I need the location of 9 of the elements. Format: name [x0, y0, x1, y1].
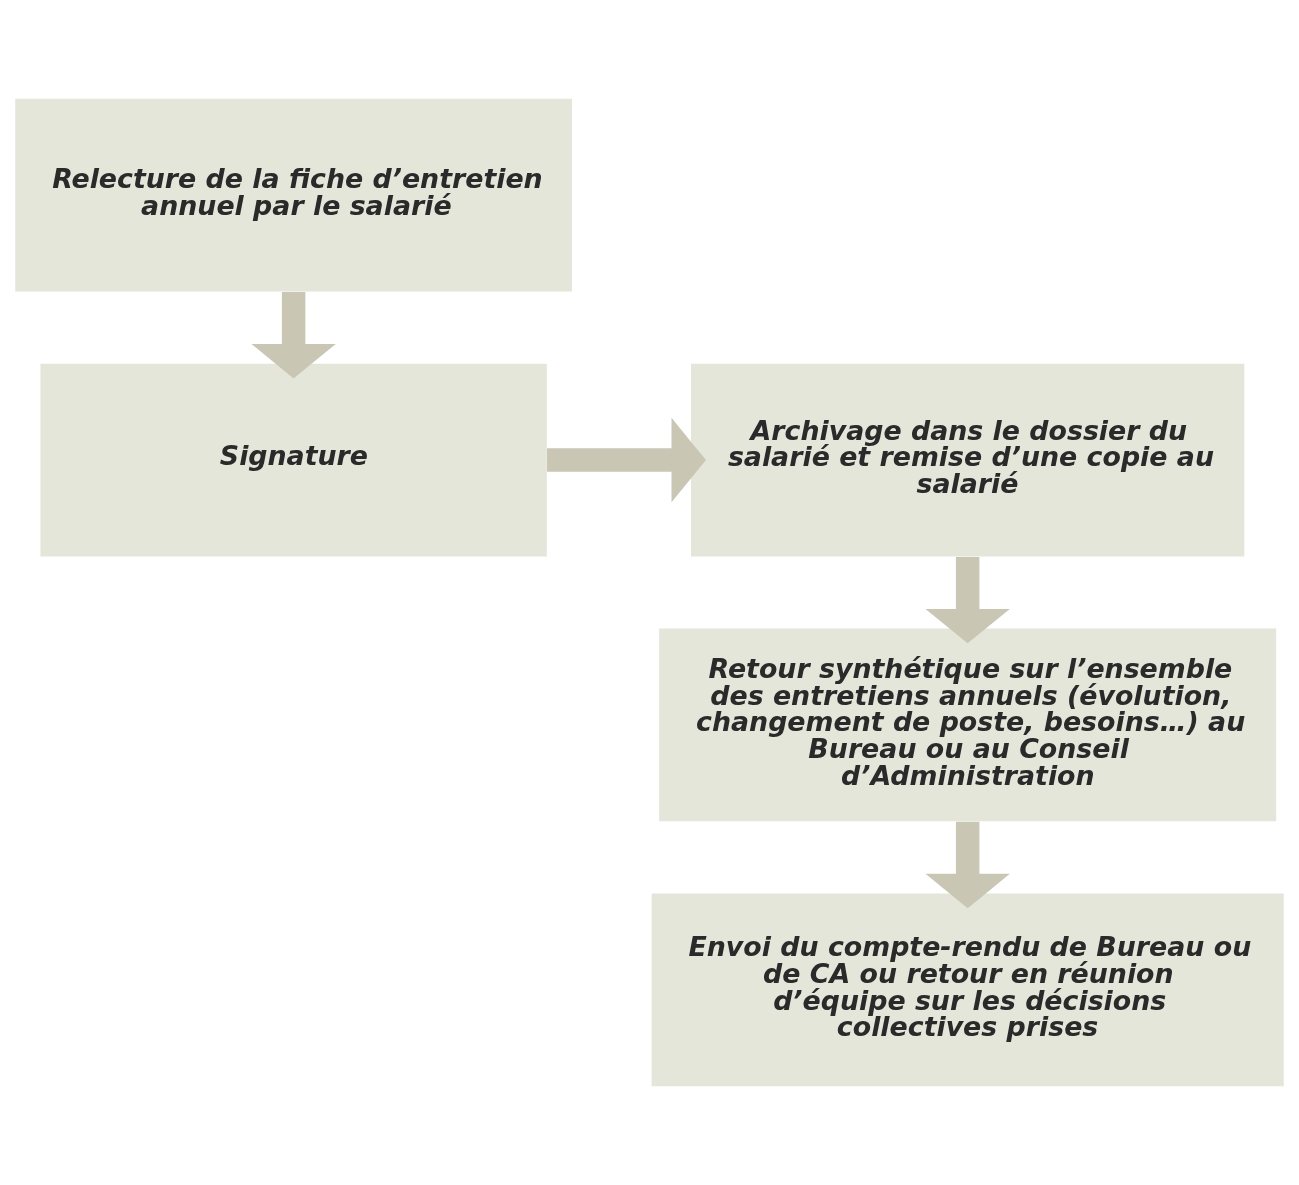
node-box: Envoi du compte-rendu de Bureau ou de CA ou retour en réunion d’équipe sur les décisions collectives prises [651, 893, 1284, 1087]
arrow [251, 291, 336, 379]
node-box: Archivage dans le dossier du salarié et remise d’une copie au salarié [691, 363, 1245, 557]
node-box: Signature [40, 363, 547, 557]
arrow [547, 417, 706, 503]
node-box: Retour synthétique sur l’ensemble des entretiens annuels (évolution, changement de poste, besoins…) au Bureau ou au Conseil d’Administration [659, 628, 1277, 822]
arrow [925, 821, 1010, 909]
node-box: Relecture de la fiche d’entretien annuel par le salarié [15, 98, 572, 292]
arrow [925, 556, 1010, 644]
